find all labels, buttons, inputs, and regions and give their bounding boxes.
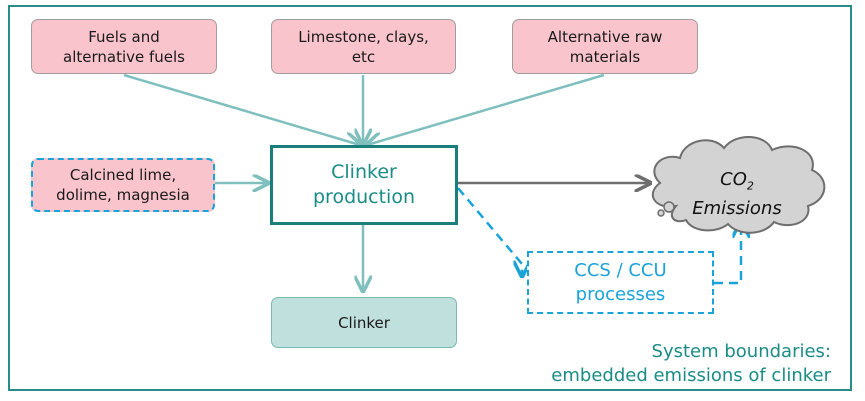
production-line-2: production xyxy=(312,186,416,208)
co2-emissions-label: CO2 Emissions xyxy=(664,169,810,220)
clinker-output-label: Clinker xyxy=(338,313,390,332)
ccs-ccu-box: CCS / CCU processes xyxy=(527,251,714,314)
fuels-line-1: Fuels and xyxy=(88,27,160,46)
calcined-line-1: Calcined lime, xyxy=(69,166,177,184)
ccs-line-2: processes xyxy=(575,283,666,305)
fuels-box: Fuels and alternative fuels xyxy=(31,19,217,74)
alternative-raw-line-1: Alternative raw xyxy=(547,27,663,46)
clinker-output-box: Clinker xyxy=(271,297,457,348)
limestone-line-1: Limestone, clays, xyxy=(298,27,429,46)
emissions-text: Emissions xyxy=(692,197,782,219)
clinker-production-box: Clinker production xyxy=(270,145,458,225)
co2-cloud-icon xyxy=(651,135,826,234)
calcined-line-2: dolime, magnesia xyxy=(56,186,190,204)
limestone-line-2: etc xyxy=(351,47,376,66)
arrow-fuels-to-production xyxy=(123,73,360,145)
system-boundary-caption: System boundaries: embedded emissions of… xyxy=(551,340,831,388)
production-line-1: Clinker xyxy=(331,161,397,183)
arrow-ccs-to-emissions xyxy=(714,222,741,285)
boundary-line-1: System boundaries: xyxy=(651,341,831,362)
system-boundary-frame xyxy=(8,5,852,391)
alternative-raw-box: Alternative raw materials xyxy=(512,19,698,74)
arrow-altraw-to-production xyxy=(367,73,605,145)
fuels-line-2: alternative fuels xyxy=(63,47,185,66)
co2-subscript: 2 xyxy=(746,179,754,193)
alternative-raw-line-2: materials xyxy=(569,47,641,66)
calcined-lime-box: Calcined lime, dolime, magnesia xyxy=(31,158,215,212)
boundary-line-2: embedded emissions of clinker xyxy=(551,365,831,386)
co2-text: CO xyxy=(720,169,747,190)
arrow-production-to-ccs xyxy=(457,187,522,276)
limestone-box: Limestone, clays, etc xyxy=(271,19,456,74)
ccs-line-1: CCS / CCU xyxy=(574,259,667,281)
